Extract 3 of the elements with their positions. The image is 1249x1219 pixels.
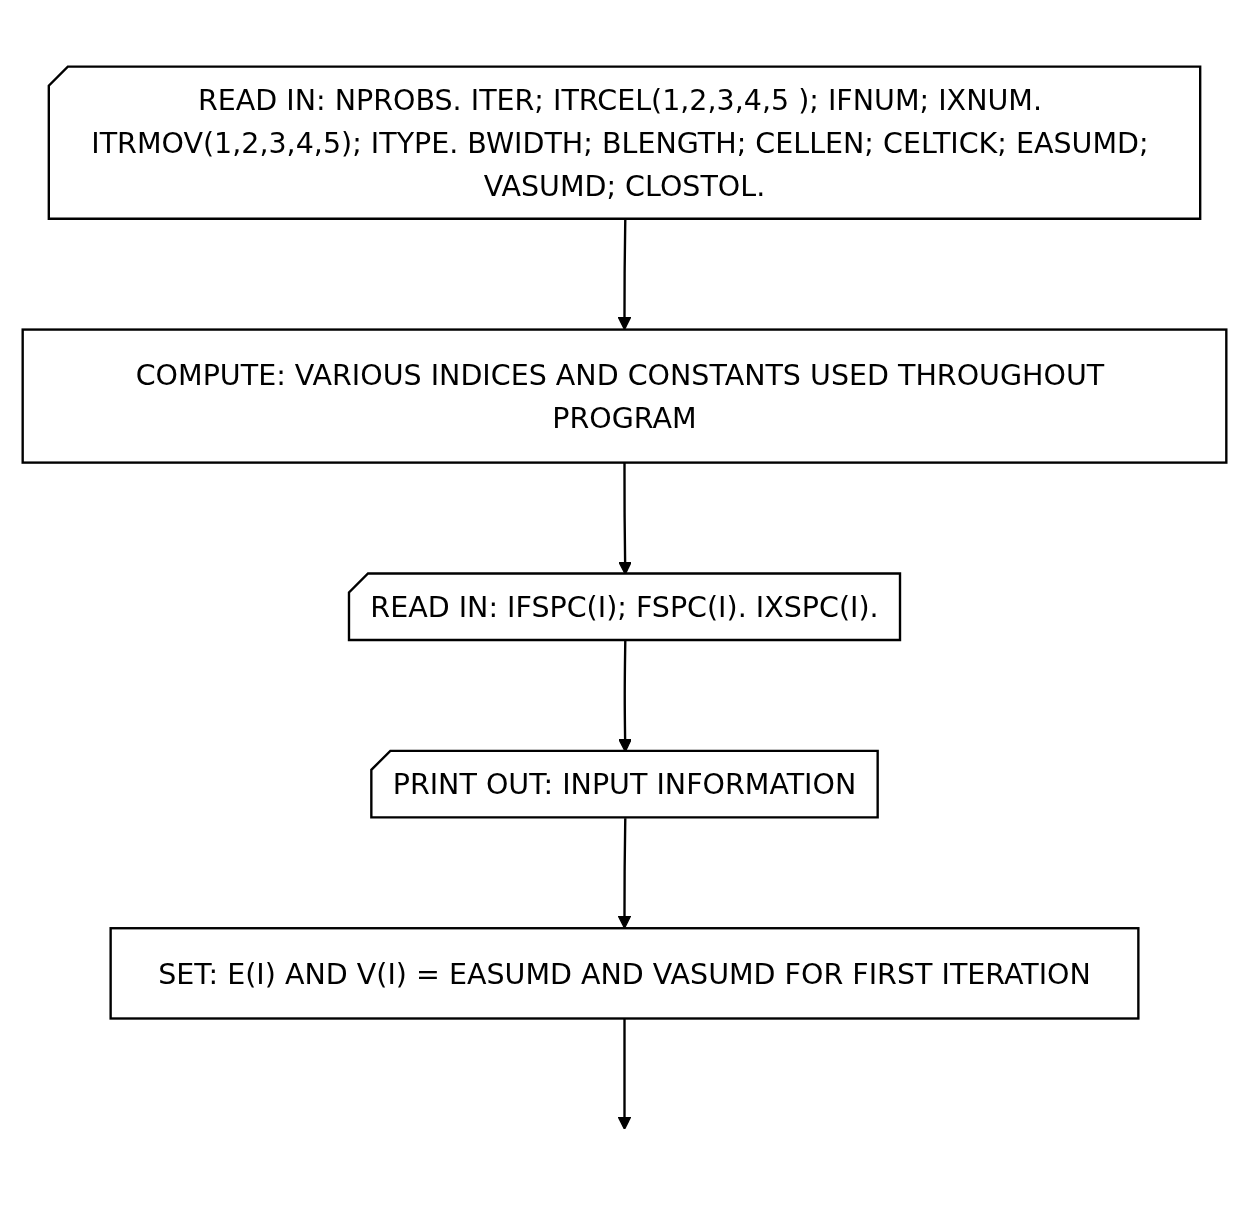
node-box: COMPUTE: VARIOUS INDICES AND CONSTANTS USED THROUGHOUT PROGRAM bbox=[21, 328, 1228, 465]
node-box: SET: E(I) AND V(I) = EASUMD AND VASUMD FOR FIRST ITERATION bbox=[109, 927, 1140, 1021]
arrow bbox=[617, 1018, 632, 1131]
